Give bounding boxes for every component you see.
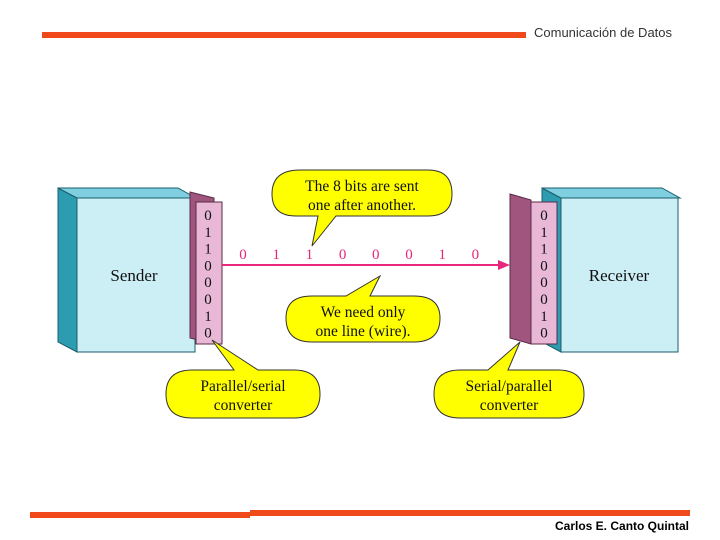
sender-bit-bit: 0 [204, 208, 212, 224]
receiver-box: Receiver [541, 187, 682, 353]
sender-bit-bit: 1 [204, 242, 212, 258]
sender-bit-bit: 0 [204, 258, 212, 274]
line-bit-bit: 0 [472, 247, 480, 263]
callout-bits-sent-line1: The 8 bits are sent [305, 178, 419, 195]
callout-parallel-serial: Parallel/serial converter [165, 339, 321, 419]
receiver-bit-bit: 0 [540, 258, 548, 274]
arrow-head-icon [498, 260, 510, 270]
callout-parallel-serial-line2: converter [214, 397, 273, 414]
sender-box: Sender [57, 187, 198, 353]
callout-one-line-line2: one line (wire). [315, 323, 410, 340]
footer-accent-bar [30, 512, 250, 518]
sender-bit-bit: 0 [204, 292, 212, 308]
line-bit-bit: 0 [239, 247, 247, 263]
line-bit-bit: 0 [372, 247, 380, 263]
line-bit-bit: 0 [405, 247, 413, 263]
header-title: Comunicación de Datos [534, 25, 673, 40]
callout-one-line-line1: We need only [321, 304, 406, 321]
callout-parallel-serial-line1: Parallel/serial [200, 378, 285, 395]
sender-bit-bit: 1 [204, 225, 212, 241]
transmission-line: 0 1 1 0 0 0 1 0 [222, 247, 510, 270]
receiver-bit-bit: 0 [540, 275, 548, 291]
line-bits: 0 1 1 0 0 0 1 0 [239, 247, 479, 263]
line-bit-bit: 0 [339, 247, 347, 263]
receiver-bit-bit: 0 [540, 208, 548, 224]
receiver-bit-bit: 1 [540, 309, 548, 325]
line-bit-bit: 1 [306, 247, 314, 263]
sender-bit-bit: 0 [204, 275, 212, 291]
header-accent-bar [42, 32, 526, 38]
receiver-label: Receiver [589, 266, 650, 285]
sender-bit-bit: 0 [204, 326, 212, 342]
receiver-bit-bit: 0 [540, 292, 548, 308]
callout-one-line: We need only one line (wire). [285, 274, 441, 343]
callout-bits-sent-line2: one after another. [308, 197, 416, 214]
line-bit-bit: 1 [438, 247, 446, 263]
callout-serial-parallel: Serial/parallel converter [433, 341, 585, 419]
receiver-bit-bit: 0 [540, 326, 548, 342]
callout-bits-sent: The 8 bits are sent one after another. [271, 169, 453, 247]
callout-serial-parallel-line1: Serial/parallel [466, 378, 553, 395]
footer-author: Carlos E. Canto Quintal [555, 519, 690, 533]
receiver-bit-bit: 1 [540, 242, 548, 258]
line-bit-bit: 1 [272, 247, 280, 263]
callout-serial-parallel-line2: converter [480, 397, 539, 414]
sender-label: Sender [110, 266, 158, 285]
receiver-bit-bit: 1 [540, 225, 548, 241]
sender-bit-bit: 1 [204, 309, 212, 325]
footer-accent-bar-right [250, 510, 690, 516]
